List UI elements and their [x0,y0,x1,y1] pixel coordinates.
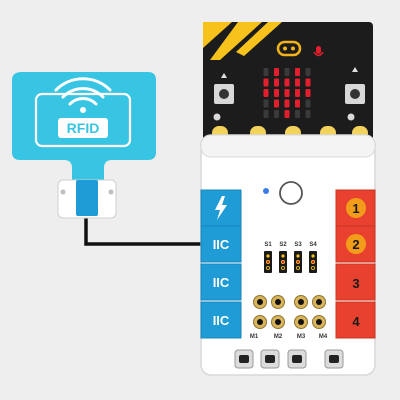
bottom-buttons[interactable] [234,349,344,369]
servo-header-3[interactable] [294,251,302,273]
motor-label-m2: M2 [274,334,283,340]
reset-button[interactable] [279,181,303,205]
wireless-icon [54,77,112,113]
button-a[interactable] [214,84,234,104]
port-number: 1 [352,201,359,216]
led-off [284,68,290,76]
led-on [263,89,269,97]
rfid-card-frame [34,92,132,148]
motor-terminal-hole[interactable] [253,295,267,309]
rfid-connector-screw [108,189,114,195]
servo-label-s1: S1 [264,242,272,248]
servo-header-1[interactable] [264,251,272,273]
bottom-button-2[interactable] [260,349,280,369]
microbit-logo [276,40,302,57]
bottom-button-4[interactable] [324,349,344,369]
port-label: IIC [213,313,230,328]
led-off [274,110,279,118]
connection-cable [84,214,206,246]
led-off [263,68,269,76]
led-on [263,78,269,87]
led-on [295,68,300,76]
button-b[interactable] [345,84,365,104]
servo-headers[interactable] [264,251,317,273]
led-on [284,89,290,97]
rfid-module: RFID [12,72,156,219]
servo-label-s4: S4 [309,242,317,248]
expansion-board: S1 S2 S3 S4 M1 M2 M3 M4 IIC IIC IIC [200,134,376,376]
led-on [274,89,279,97]
port-number: 4 [352,314,360,329]
bottom-button-1[interactable] [234,349,254,369]
led-on [295,99,300,108]
port-right-4[interactable]: 4 [335,301,376,339]
edge-hole [213,113,221,121]
port-left-iic-1[interactable]: IIC [200,225,242,263]
motor-terminal-hole[interactable] [271,315,285,329]
bottom-button-3[interactable] [287,349,307,369]
led-on [274,78,279,87]
motor-terminal-hole[interactable] [312,315,326,329]
port-number-badge [346,234,366,254]
rfid-label: RFID [58,118,108,138]
microbit-board [203,22,373,142]
motor-terminal-hole[interactable] [294,315,308,329]
led-off [305,68,311,76]
servo-header-4[interactable] [309,251,317,273]
power-indicator-led [263,188,269,194]
led-on [295,78,300,87]
rfid-connector-plug [76,180,98,216]
arrow-up-icon [352,67,358,72]
port-number-badge [346,198,366,218]
edge-hole [347,113,355,121]
stripe-yellow [203,22,232,48]
motor-terminal-hole[interactable] [253,315,267,329]
rfid-connector-screw [60,189,66,195]
port-right-3[interactable]: 3 [335,263,376,301]
led-off [305,110,311,118]
motor-label-m1: M1 [250,334,259,340]
port-left-iic-3[interactable]: IIC [200,301,242,339]
stripe-yellow [210,22,262,60]
led-on [305,78,311,87]
stripe-yellow [236,22,282,56]
led-on [284,78,290,87]
motor-terminal-hole[interactable] [271,295,285,309]
led-matrix [263,68,311,118]
motor-label-m3: M3 [297,334,306,340]
led-on [295,89,300,97]
port-label: IIC [213,237,230,252]
servo-label-s3: S3 [294,242,302,248]
led-off [263,110,269,118]
arrow-up-icon [221,73,227,78]
port-right-1[interactable]: 1 [335,189,376,227]
microphone-icon [313,46,324,57]
led-on [274,99,279,108]
led-on [284,110,290,118]
port-right-2[interactable]: 2 [335,225,376,263]
lightning-icon [215,196,227,220]
port-number: 2 [352,237,359,252]
port-left-iic-2[interactable]: IIC [200,263,242,301]
port-number: 3 [352,276,359,291]
led-on [305,89,311,97]
servo-label-s2: S2 [279,242,287,248]
led-on [284,99,290,108]
motor-terminal-hole[interactable] [294,295,308,309]
led-on [274,68,279,76]
led-off [305,99,311,108]
port-label: IIC [213,275,230,290]
led-off [295,110,300,118]
motor-terminal-hole[interactable] [312,295,326,309]
motor-terminals[interactable] [253,295,326,329]
led-off [263,99,269,108]
motor-label-m4: M4 [319,334,328,340]
rfid-label-text: RFID [67,120,100,136]
port-left-power[interactable] [200,189,242,227]
servo-header-2[interactable] [279,251,287,273]
